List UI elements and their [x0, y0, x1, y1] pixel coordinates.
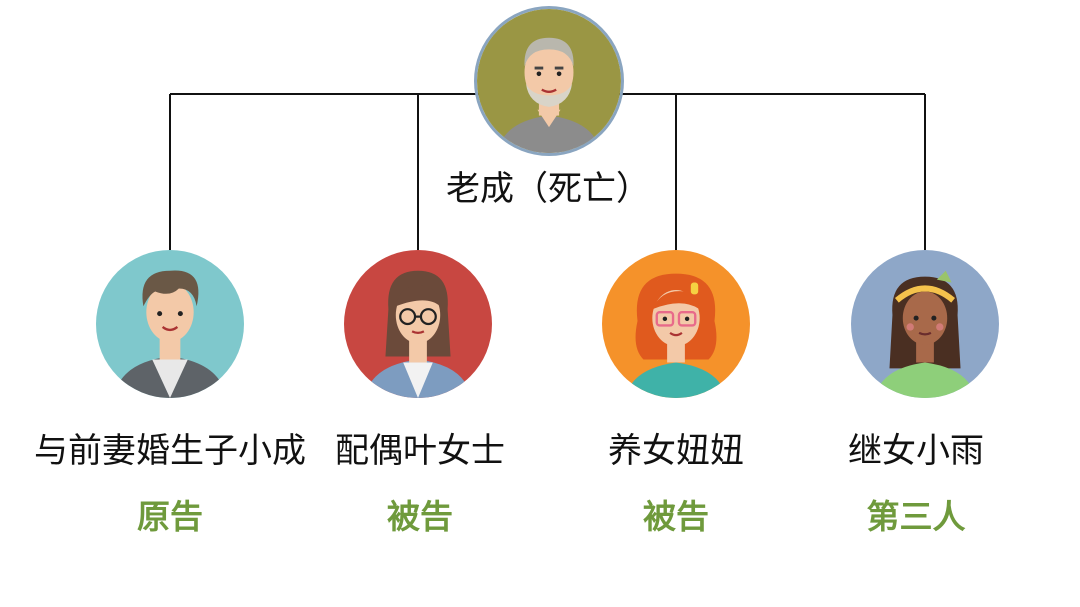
child-role-2: 被告: [387, 497, 453, 536]
root-name: 老成（死亡）: [446, 169, 650, 209]
child-role-1: 原告: [137, 497, 203, 536]
child-role-4: 第三人: [866, 497, 966, 536]
child-avatar-1: [96, 250, 244, 398]
woman-with-glasses-avatar-icon: [344, 250, 492, 398]
girl-with-headband-avatar-icon: [851, 250, 999, 398]
child-avatar-3: [602, 250, 750, 398]
young-man-avatar-icon: [96, 250, 244, 398]
child-name-4: 继女小雨: [848, 431, 984, 471]
root-avatar: [474, 6, 624, 156]
child-avatar-2: [344, 250, 492, 398]
child-avatar-4: [851, 250, 999, 398]
child-name-1: 与前妻婚生子小成: [34, 431, 306, 471]
child-name-2: 配偶叶女士: [335, 431, 505, 471]
child-name-3: 养女妞妞: [608, 431, 744, 471]
old-man-avatar-icon: [477, 9, 621, 153]
child-role-3: 被告: [643, 497, 709, 536]
red-haired-girl-avatar-icon: [602, 250, 750, 398]
